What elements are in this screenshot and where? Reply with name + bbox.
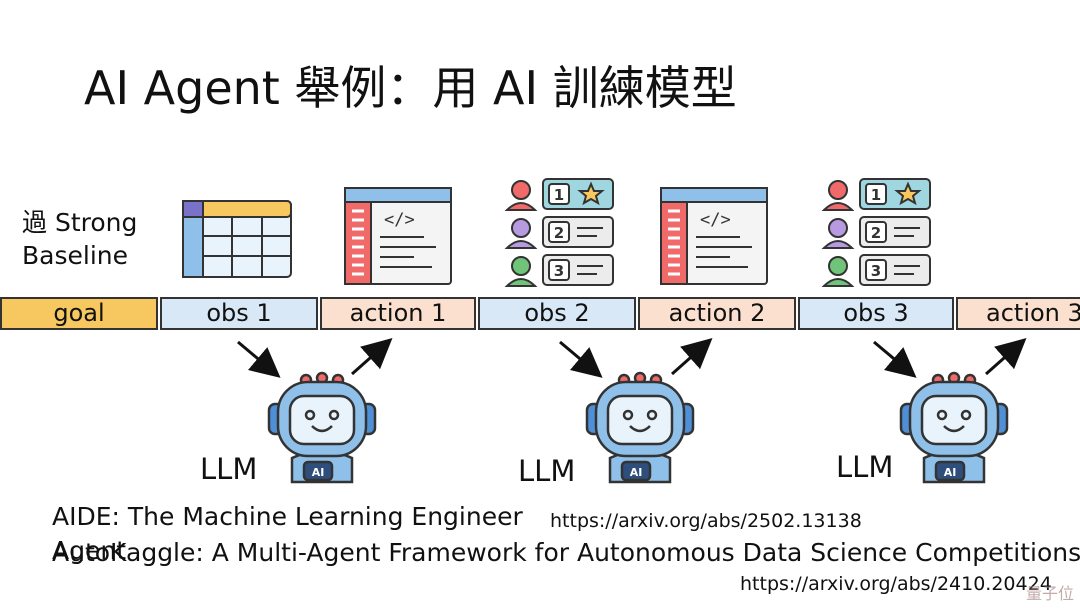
robot-icon: AI [585, 371, 695, 484]
reference-aide-title: AIDE: The Machine Learning Engineer Agen… [52, 502, 523, 565]
timeline-action-1-label: action 1 [349, 299, 447, 327]
rank-3-label: 3 [871, 262, 881, 280]
timeline-obs-1-label: obs 1 [206, 299, 272, 327]
code-glyph: </> [384, 210, 415, 230]
arrow-llm-to-action3 [985, 338, 1027, 376]
code-window-icon: </> [344, 187, 452, 285]
ai-chip-label: AI [312, 466, 325, 479]
timeline-obs-1: obs 1 [160, 297, 318, 330]
timeline-goal: goal [0, 297, 158, 330]
timeline-action-3-label: action 3 [986, 299, 1080, 327]
spreadsheet-icon [182, 200, 292, 278]
timeline-action-3: action 3 [956, 297, 1080, 330]
arrow-llm-to-action1 [351, 338, 393, 376]
watermark-logo: 量子位 [1025, 584, 1074, 603]
llm-label: LLM [518, 454, 576, 488]
timeline-obs-3-label: obs 3 [843, 299, 909, 327]
timeline-action-2: action 2 [638, 297, 796, 330]
code-glyph: </> [700, 210, 731, 230]
reference-aide-url[interactable]: https://arxiv.org/abs/2502.13138 [550, 510, 862, 532]
code-window-icon: </> [660, 187, 768, 285]
rank-2-label: 2 [871, 224, 881, 242]
rank-2-label: 2 [554, 224, 564, 242]
llm-label: LLM [200, 452, 258, 486]
timeline-action-1: action 1 [320, 297, 476, 330]
leaderboard-icon: 1 2 3 [821, 178, 931, 287]
timeline-obs-2-label: obs 2 [524, 299, 590, 327]
robot-icon: AI [899, 371, 1009, 484]
baseline-note-line-1: 過 Strong [22, 208, 138, 237]
timeline-obs-2: obs 2 [478, 297, 636, 330]
strong-baseline-note: 過 Strong Baseline [22, 206, 137, 272]
arrow-obs2-to-llm [559, 340, 603, 378]
timeline-obs-3: obs 3 [798, 297, 954, 330]
baseline-note-line-2: Baseline [22, 241, 128, 270]
ai-chip-label: AI [630, 466, 643, 479]
reference-autokaggle-url[interactable]: https://arxiv.org/abs/2410.20424 [740, 573, 1052, 595]
rank-1-label: 1 [871, 186, 881, 204]
timeline-action-2-label: action 2 [668, 299, 766, 327]
rank-1-label: 1 [554, 186, 564, 204]
timeline-goal-label: goal [53, 299, 105, 327]
ai-chip-label: AI [944, 466, 957, 479]
reference-autokaggle-title: AutoKaggle: A Multi-Agent Framework for … [52, 538, 1080, 567]
arrow-llm-to-action2 [671, 338, 713, 376]
rank-3-label: 3 [554, 262, 564, 280]
arrow-obs1-to-llm [237, 340, 281, 378]
robot-icon: AI [267, 371, 377, 484]
page-title: AI Agent 舉例：用 AI 訓練模型 [84, 61, 737, 115]
llm-label: LLM [836, 450, 894, 484]
leaderboard-icon: 1 2 3 [504, 178, 614, 287]
arrow-obs3-to-llm [873, 340, 917, 378]
